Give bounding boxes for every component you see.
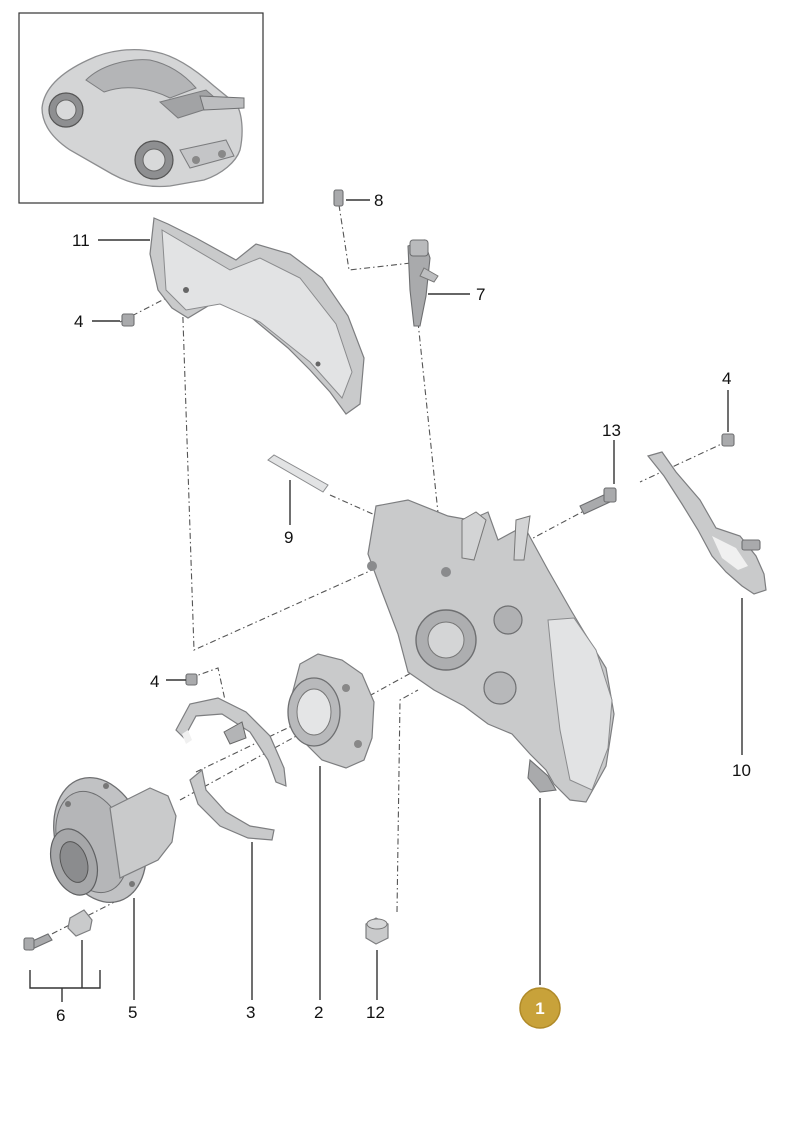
part-4-bolt-mid-left[interactable]: [185, 673, 198, 686]
leader-lines: [29, 199, 743, 1002]
part-2-wheel-bearing[interactable]: [287, 653, 375, 769]
callout-13[interactable]: 13: [602, 421, 621, 440]
car-thumbnail[interactable]: [18, 12, 264, 204]
part-10-bracket[interactable]: [646, 451, 767, 595]
part-1-wheel-carrier[interactable]: [367, 499, 615, 803]
part-7-sensor[interactable]: [407, 239, 439, 327]
part-12-grommet[interactable]: [365, 917, 389, 945]
callout-5[interactable]: 5: [128, 1003, 137, 1022]
callout-4-right[interactable]: 4: [722, 369, 731, 388]
callout-6[interactable]: 6: [56, 1006, 65, 1025]
part-4-bolt-right[interactable]: [721, 433, 735, 447]
callout-2[interactable]: 2: [314, 1003, 323, 1022]
callout-1-label: 1: [535, 999, 544, 1018]
part-5-wheel-hub[interactable]: [38, 766, 177, 915]
callout-1-badge: [519, 987, 561, 1029]
callout-1-highlight[interactable]: 1: [519, 987, 561, 1029]
callout-10[interactable]: 10: [732, 761, 751, 780]
part-6-bolt[interactable]: [23, 933, 53, 951]
callout-3[interactable]: 3: [246, 1003, 255, 1022]
part-9-pin[interactable]: [267, 454, 329, 493]
part-3-brake-shoes[interactable]: [175, 697, 287, 841]
part-8-bolt[interactable]: [333, 189, 344, 207]
part-13-bolt[interactable]: [579, 487, 617, 515]
callout-9[interactable]: 9: [284, 528, 293, 547]
part-6-nut[interactable]: [67, 909, 93, 937]
callout-8[interactable]: 8: [374, 191, 383, 210]
callout-12[interactable]: 12: [366, 1003, 385, 1022]
callout-11[interactable]: 11: [72, 231, 90, 250]
part-11-heat-shield[interactable]: [149, 217, 365, 415]
callout-labels: 11 4 8 7 9 13 4 10 4 2 3 5 6 12: [56, 191, 751, 1025]
callout-7[interactable]: 7: [476, 285, 485, 304]
part-4-bolt-top-left[interactable]: [121, 313, 135, 327]
callout-4-mid-left[interactable]: 4: [150, 672, 159, 691]
callout-4-top-left[interactable]: 4: [74, 312, 83, 331]
car-thumbnail-icon: [41, 48, 245, 188]
